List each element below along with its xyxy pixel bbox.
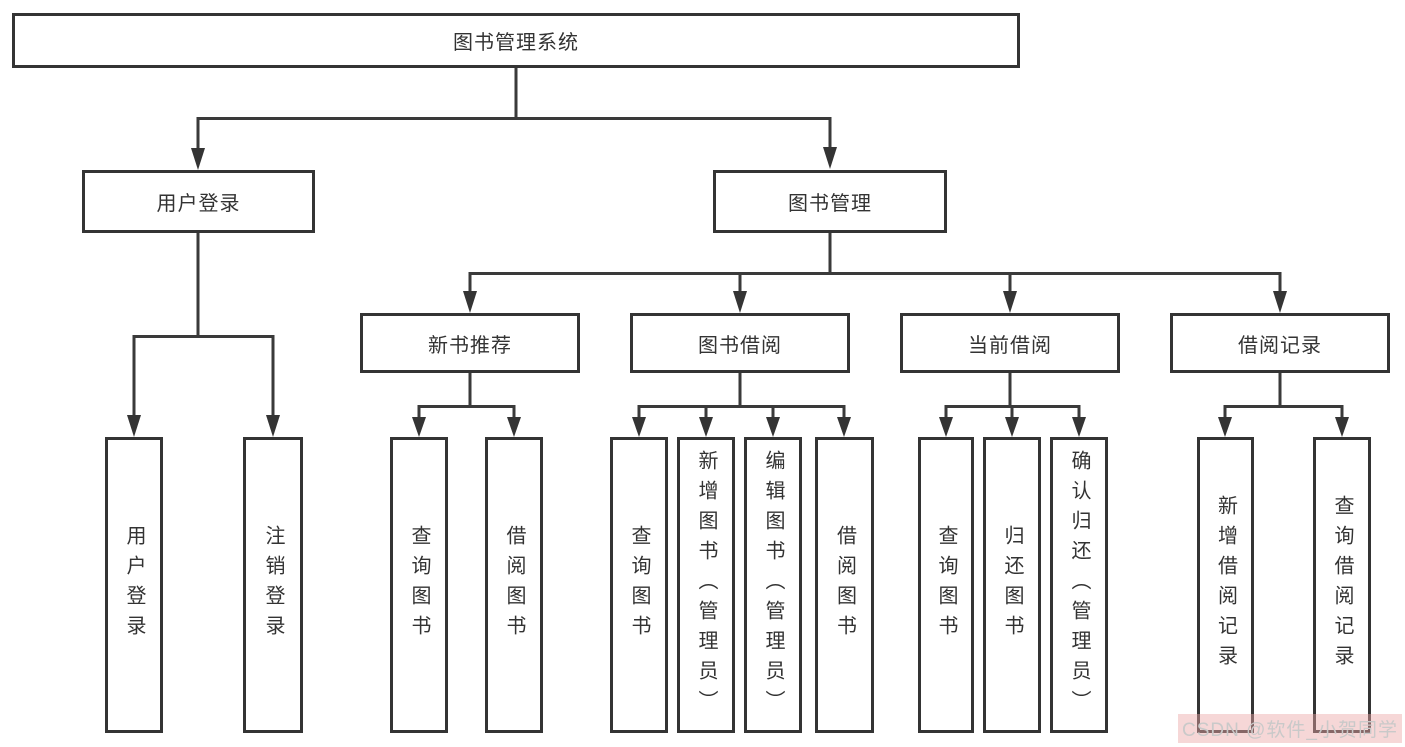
- leaf-query-books-current: 查询图书: [918, 437, 974, 733]
- leaf-return-books: 归还图书: [983, 437, 1041, 733]
- leaf-borrow-books-recommend: 借阅图书: [485, 437, 543, 733]
- leaf-user-login-label: 用户登录: [123, 525, 145, 645]
- node-borrowing-records: 借阅记录: [1170, 313, 1390, 373]
- leaf-add-borrow-record: 新增借阅记录: [1197, 437, 1254, 733]
- leaf-add-borrow-record-label: 新增借阅记录: [1214, 495, 1237, 675]
- node-borrowing-records-label: 借阅记录: [1238, 334, 1322, 357]
- leaf-confirm-return-admin-label: 确认归还（管理员）: [1068, 450, 1090, 720]
- leaf-logout: 注销登录: [243, 437, 303, 733]
- leaf-add-books-admin: 新增图书（管理员）: [677, 437, 735, 733]
- leaf-logout-label: 注销登录: [262, 525, 284, 645]
- node-root: 图书管理系统: [12, 13, 1020, 68]
- leaf-borrow-books-label: 借阅图书: [833, 525, 856, 645]
- leaf-query-books-recommend: 查询图书: [390, 437, 448, 733]
- leaf-add-books-admin-label: 新增图书（管理员）: [695, 450, 717, 720]
- leaf-confirm-return-admin: 确认归还（管理员）: [1050, 437, 1108, 733]
- node-book-management-branch-label: 图书管理: [788, 193, 872, 215]
- leaf-query-borrow-record-label: 查询借阅记录: [1331, 495, 1353, 675]
- node-book-borrowing: 图书借阅: [630, 313, 850, 373]
- csdn-watermark: CSDN @软件_小贺同学: [1178, 714, 1402, 743]
- node-new-book-recommend: 新书推荐: [360, 313, 580, 373]
- leaf-return-books-label: 归还图书: [1001, 525, 1023, 645]
- leaf-query-borrow-record: 查询借阅记录: [1313, 437, 1371, 733]
- leaf-query-books-borrowing-label: 查询图书: [628, 525, 650, 645]
- arrowheads: [127, 147, 1349, 437]
- node-user-login-branch-label: 用户登录: [156, 193, 241, 215]
- node-book-borrowing-label: 图书借阅: [698, 334, 782, 357]
- leaf-query-books-recommend-label: 查询图书: [408, 525, 430, 645]
- node-root-label: 图书管理系统: [453, 32, 579, 54]
- leaf-edit-books-admin-label: 编辑图书（管理员）: [762, 450, 784, 720]
- leaf-borrow-books-recommend-label: 借阅图书: [503, 525, 525, 645]
- leaf-user-login: 用户登录: [105, 437, 163, 733]
- leaf-borrow-books: 借阅图书: [815, 437, 874, 733]
- leaf-query-books-current-label: 查询图书: [935, 525, 957, 645]
- node-current-borrowing: 当前借阅: [900, 313, 1120, 373]
- node-new-book-recommend-label: 新书推荐: [428, 334, 512, 357]
- leaf-edit-books-admin: 编辑图书（管理员）: [744, 437, 802, 733]
- node-book-management-branch: 图书管理: [713, 170, 947, 233]
- leaf-query-books-borrowing: 查询图书: [610, 437, 668, 733]
- node-current-borrowing-label: 当前借阅: [968, 334, 1052, 357]
- node-user-login-branch: 用户登录: [82, 170, 315, 233]
